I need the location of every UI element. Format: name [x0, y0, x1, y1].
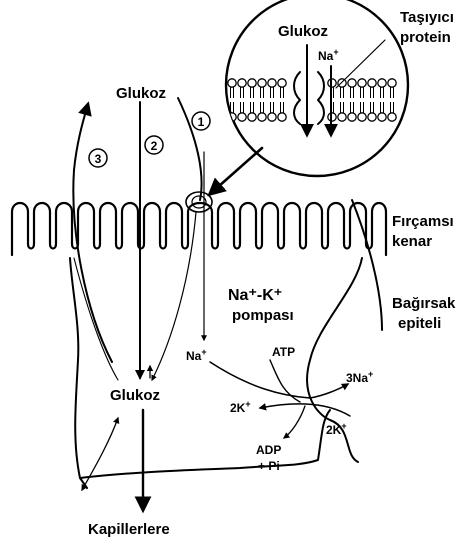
- lipid-head: [388, 113, 396, 121]
- lipid-tail: [241, 87, 244, 98]
- pump-label-2: pompası: [232, 307, 294, 324]
- lipid-tail: [241, 102, 244, 113]
- epithelium-label-2: epiteli: [398, 315, 441, 332]
- lipid-head: [338, 79, 346, 87]
- lipid-head: [258, 79, 266, 87]
- carrier-protein-label-2: protein: [400, 29, 451, 46]
- lipid-tail: [281, 102, 284, 113]
- brush-border: [12, 203, 386, 255]
- lipid-tail: [351, 102, 354, 113]
- lipid-head: [258, 113, 266, 121]
- k2-left-label: 2K+: [230, 399, 251, 415]
- left-cell-border: [70, 258, 87, 488]
- inset-membrane: [228, 40, 396, 135]
- route-3-badge: 3: [89, 149, 107, 167]
- atp-label: ATP: [272, 345, 295, 359]
- brush-border-label-2: kenar: [392, 233, 432, 250]
- k2-right-label: 2K+: [326, 421, 347, 437]
- inset-glucose-label: Glukoz: [278, 23, 328, 40]
- lipid-tail: [231, 102, 234, 113]
- svg-text:2: 2: [151, 139, 158, 153]
- epithelium-label: Bağırsak: [392, 295, 456, 312]
- lipid-tail: [251, 102, 254, 113]
- lipid-head: [358, 113, 366, 121]
- pump-label: Na⁺-K⁺: [228, 287, 282, 304]
- lipid-head: [248, 113, 256, 121]
- inset-pointer-arrow: [210, 148, 262, 194]
- lipid-tail: [391, 87, 394, 98]
- lipid-head: [338, 113, 346, 121]
- pi-label: + Pi: [258, 459, 280, 473]
- lipid-tail: [381, 87, 384, 98]
- route-2-badge: 2: [145, 136, 163, 154]
- carrier-protein-label: Taşıyıcı: [400, 9, 454, 26]
- lipid-tail: [251, 87, 254, 98]
- lipid-tail: [391, 102, 394, 113]
- lipid-tail: [261, 102, 264, 113]
- lipid-tail: [271, 102, 274, 113]
- lipid-bilayer: [228, 79, 396, 121]
- lipid-head: [238, 113, 246, 121]
- lipid-head: [368, 113, 376, 121]
- lipid-tail: [231, 87, 234, 98]
- lipid-tail: [361, 102, 364, 113]
- lipid-tail: [381, 102, 384, 113]
- lipid-head: [348, 113, 356, 121]
- svg-text:1: 1: [198, 115, 205, 129]
- lipid-head: [358, 79, 366, 87]
- lipid-head: [228, 79, 236, 87]
- lipid-head: [388, 79, 396, 87]
- capillaries-label: Kapillerlere: [88, 521, 170, 538]
- lipid-head: [378, 113, 386, 121]
- inset-carrier-protein: [294, 72, 324, 124]
- lipid-head: [248, 79, 256, 87]
- lipid-head: [268, 79, 276, 87]
- lipid-head: [348, 79, 356, 87]
- adp-label: ADP: [256, 443, 281, 457]
- route-1-badge: 1: [192, 112, 210, 130]
- inset-na-label: Na+: [318, 47, 339, 63]
- glucose-top-label: Glukoz: [116, 85, 166, 102]
- lipid-tail: [341, 102, 344, 113]
- brush-border-label: Fırçamsı: [392, 213, 454, 230]
- svg-text:3: 3: [95, 152, 102, 166]
- lipid-head: [278, 79, 286, 87]
- lipid-tail: [371, 87, 374, 98]
- lipid-tail: [361, 87, 364, 98]
- pump-adp-arrow: [284, 406, 305, 438]
- lipid-head: [378, 79, 386, 87]
- lipid-head: [278, 113, 286, 121]
- lipid-tail: [351, 87, 354, 98]
- lipid-head: [268, 113, 276, 121]
- lipid-tail: [261, 87, 264, 98]
- na3-label: 3Na+: [346, 369, 373, 385]
- lipid-head: [368, 79, 376, 87]
- lipid-tail: [341, 87, 344, 98]
- glucose-cell-label: Glukoz: [110, 387, 160, 404]
- lipid-head: [238, 79, 246, 87]
- lipid-tail: [281, 87, 284, 98]
- lipid-tail: [371, 102, 374, 113]
- lipid-tail: [271, 87, 274, 98]
- route-3-lower-arrow: [82, 418, 118, 490]
- na-entry-label: Na+: [186, 347, 207, 363]
